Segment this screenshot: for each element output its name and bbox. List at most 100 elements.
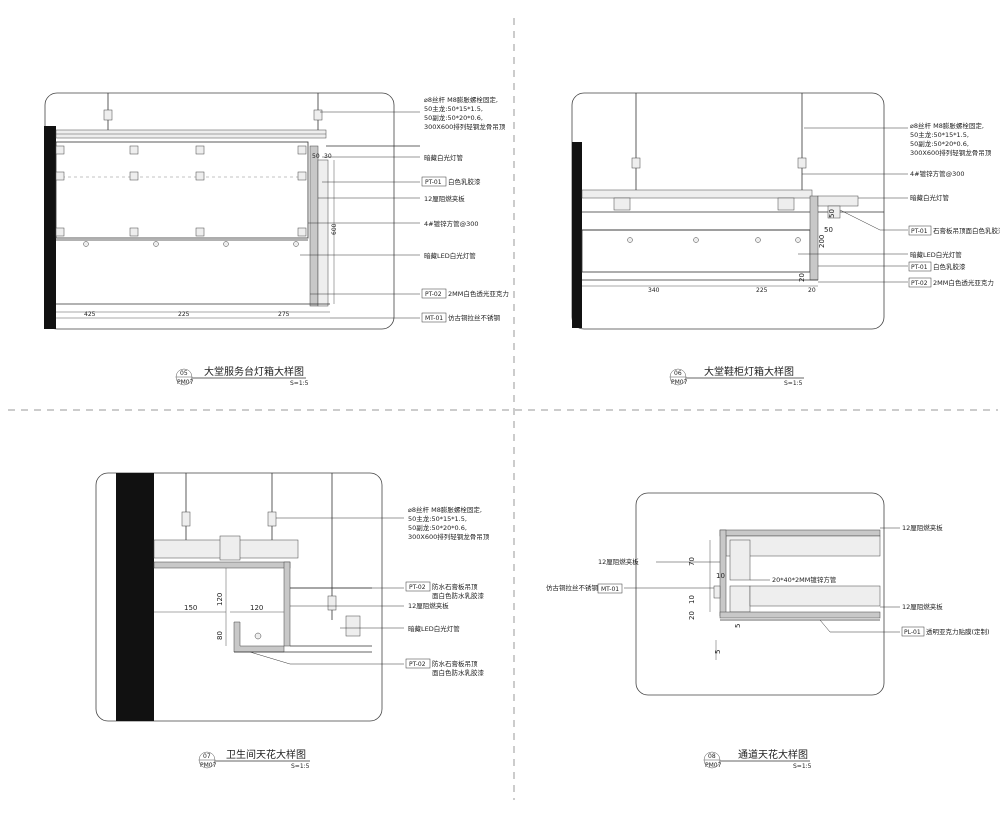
dimensions: 70 10 10 20 5 5 [688,540,742,654]
wall-section [116,473,154,721]
detail-frame [44,92,395,330]
detail-title: 05 PM07 大堂服务台灯箱大样图 S=1:5 [175,365,309,387]
note-gypsum: 防水石膏板吊顶 面白色防水乳胶漆 [432,582,485,600]
dim-70: 70 [688,557,696,566]
detail-frame [95,472,383,722]
dim-30: 30 [324,153,332,160]
note-steel-tube: 20*40*2MM镀锌方管 [772,575,837,584]
detail-08: 70 10 10 20 5 5 12厘阻燃夹板 12厘阻燃夹板 仿古铜拉丝不锈钢… [546,492,990,770]
note-acrylic: 2MM白色透光亚克力 [933,278,994,287]
dim-20-a: 20 [798,273,806,282]
dim-50-top: 50 [828,209,836,218]
note-square-tube: 4#镀锌方管@300 [424,219,479,228]
tag-pt02: PT-02 [425,291,442,298]
note-plywood-bottom: 12厘阻燃夹板 [902,602,943,611]
plywood-bottom [719,611,881,619]
dim-120-v: 120 [216,593,224,606]
dim-275: 275 [278,311,290,318]
annotations: ⌀8丝杆 M8膨胀螺栓固定, 50主龙:50*15*1.5, 50副龙:50*2… [249,505,490,677]
ceiling-keel [581,189,813,199]
note-plywood: 12厘阻燃夹板 [424,194,465,203]
sheet-number: PM07 [177,379,194,386]
hanger-rods [103,93,323,130]
dim-10-a: 10 [716,572,725,580]
dim-150: 150 [184,604,197,612]
dim-340: 340 [648,287,660,294]
detail-title-text: 大堂服务台灯箱大样图 [204,365,304,378]
detail-05: 425 225 275 50 30 600 ⌀8丝杆 M8膨胀螺栓固定, 50主… [44,92,509,387]
dim-225: 225 [756,287,768,294]
annotations: ⌀8丝杆 M8膨胀螺栓固定, 50主龙:50*15*1.5, 50副龙:50*2… [798,121,1000,288]
dim-600: 600 [331,223,338,235]
dim-80: 80 [216,631,224,640]
note-hanger: ⌀8丝杆 M8膨胀螺栓固定, 50主龙:50*15*1.5, 50副龙:50*2… [910,121,992,157]
wall-section [44,126,56,329]
sheet-number: PM07 [200,762,217,769]
detail-title-text: 大堂鞋柜灯箱大样图 [704,365,794,378]
note-white-paint: 白色乳胶漆 [933,262,966,271]
note-hidden-light: 暗藏白光灯管 [910,193,950,202]
note-gypsum: 石膏板吊顶面白色乳胶漆 [933,226,1000,235]
detail-number: 06 [674,370,682,377]
tag-pt01: PT-01 [425,179,442,186]
detail-scale: S=1:5 [784,380,803,387]
tag-pt01-b: PT-01 [911,264,928,271]
dim-5-b: 5 [714,650,722,654]
note-acrylic: 2MM白色透光亚克力 [448,289,509,298]
lightbox-body [55,141,309,239]
note-square-tube: 4#镀锌方管@300 [910,169,965,178]
note-led: 暗藏LED白光灯管 [910,250,962,259]
led-tubes [627,237,801,243]
note-gypsum-b: 防水石膏板吊顶 面白色防水乳胶漆 [432,659,485,677]
dim-225: 225 [178,311,190,318]
note-steel: 仿古铜拉丝不锈钢 [448,313,501,322]
detail-07: 150 120 120 80 ⌀8丝杆 M8膨胀螺栓固定, 50主龙:50*15… [95,472,490,770]
cabinet-light-box [581,229,811,273]
dim-20-b: 20 [808,287,816,294]
dimensions: 340 225 50 50 200 20 20 [582,209,836,294]
sheet-number: PM07 [705,762,722,769]
note-led: 暗藏LED白光灯管 [408,624,460,633]
note-hanger: ⌀8丝杆 M8膨胀螺栓固定, 50主龙:50*15*1.5, 50副龙:50*2… [424,95,506,131]
sheet-number: PM07 [671,379,688,386]
side-board [309,145,319,307]
tag-pt02: PT-02 [409,584,426,591]
detail-number: 05 [180,370,188,377]
steel-tube [729,539,751,581]
hanger-rods [631,93,807,190]
square-tubes [55,145,307,237]
detail-scale: S=1:5 [793,763,812,770]
hanger-rods [181,473,337,620]
led-tubes [83,241,299,247]
dim-50: 50 [312,153,320,160]
annotations: ⌀8丝杆 M8膨胀螺栓固定, 50主龙:50*15*1.5, 50副龙:50*2… [300,95,509,323]
note-led: 暗藏LED白光灯管 [424,251,476,260]
detail-number: 07 [203,753,211,760]
dimensions: 150 120 120 80 [154,568,284,646]
plywood-top [719,529,881,537]
detail-scale: S=1:5 [291,763,310,770]
detail-title-text: 卫生间天花大样图 [226,748,306,761]
wall-section [572,142,582,328]
gypsum-board [153,561,291,569]
dim-10-b: 10 [688,595,696,604]
detail-scale: S=1:5 [290,380,309,387]
note-white-paint: 白色乳胶漆 [448,177,481,186]
dim-120-h: 120 [250,604,263,612]
tag-pt02: PT-02 [911,280,928,287]
side-board [809,195,819,281]
note-steel: 仿古铜拉丝不锈钢 [546,583,599,592]
detail-frame [635,492,885,696]
annotations: 12厘阻燃夹板 12厘阻燃夹板 仿古铜拉丝不锈钢 MT-01 20*40*2MM… [546,523,990,637]
led-tube [254,632,262,640]
detail-number: 08 [708,753,716,760]
note-plywood-left: 12厘阻燃夹板 [598,557,639,566]
detail-title: 08 PM07 通道天花大样图 S=1:5 [703,748,812,770]
dim-5-a: 5 [734,624,742,628]
dimensions: 425 225 275 50 30 600 [56,153,338,319]
tag-mt01: MT-01 [601,586,619,593]
note-acrylic-film: 透明亚克力贴膜(定制) [926,627,990,636]
detail-title-text: 通道天花大样图 [738,748,808,761]
steel-trim [713,585,721,599]
